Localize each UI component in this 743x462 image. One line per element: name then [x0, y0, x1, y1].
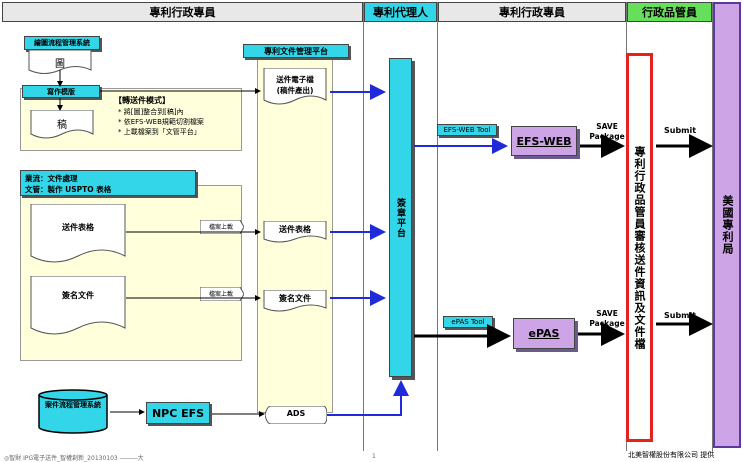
signed-doc-icon	[30, 276, 126, 335]
header-admin-left: 專利行政專員	[2, 2, 363, 22]
footer-right: 北美智權股份有限公司 提供	[628, 451, 715, 459]
platform-signed-doc-label: 簽名文件	[279, 294, 311, 303]
submit-label: Submit	[664, 311, 697, 320]
platform-filing-form-label: 送件表格	[279, 225, 311, 234]
mode-bullet: * 依EFS-WEB規範切割檔案	[118, 118, 204, 126]
submit-label: Submit	[664, 126, 697, 135]
draft-doc-label: 稿	[57, 120, 67, 131]
signing-platform: 簽章平台	[389, 58, 412, 377]
mode-title: 【轉送件模式】	[114, 96, 170, 105]
npc-efs-box: NPC EFS	[146, 402, 210, 424]
header-admin-right: 專利行政專員	[438, 2, 626, 22]
footer-left: ◎智財 IPG電子送件_智權創新_20130103 ―――大	[4, 455, 144, 462]
header-agent: 專利代理人	[364, 2, 437, 22]
header-manager: 行政品管員	[627, 2, 712, 22]
column-divider	[363, 2, 364, 451]
edoc-label: 送件電子檔 (稿件產出)	[276, 75, 314, 95]
drawing-doc-label: 圖	[55, 59, 65, 70]
upload-tag	[200, 220, 244, 234]
uspto-column: 美國專利局	[713, 2, 741, 448]
upload-tag-label: 檔案上載	[208, 291, 233, 298]
efs-web-tool-label: EFS-WEB Tool	[437, 124, 497, 136]
column-divider	[712, 2, 713, 451]
footer-page: 1	[372, 453, 376, 460]
platform-signed-doc-icon	[263, 290, 327, 312]
epas-tool-label: ePAS Tool	[443, 316, 493, 328]
case-system-cylinder-icon	[38, 389, 108, 434]
drawing-doc-icon	[28, 50, 92, 74]
filing-form-label: 送件表格	[62, 223, 94, 232]
workflow-line2: 文管：製作 USPTO 表格	[25, 185, 112, 194]
efs-web-button[interactable]: EFS-WEB	[511, 126, 577, 156]
edoc-icon	[263, 68, 327, 105]
platform-filing-form-icon	[263, 221, 327, 243]
review-box: 專利行政品管員審核送件資訊及文件檔	[626, 53, 653, 442]
column-divider	[437, 2, 438, 451]
draft-doc-icon	[30, 110, 94, 139]
connector-ads-to-signing	[327, 380, 409, 416]
ads-doc-icon	[265, 406, 327, 424]
case-system-label: 案件流程管理系統	[45, 401, 101, 409]
workflow-title: 業流：文件處理 文管：製作 USPTO 表格	[20, 170, 196, 196]
signed-doc-label: 簽名文件	[62, 291, 94, 300]
upload-tag-label: 檔案上載	[208, 224, 233, 231]
mode-bullet: * 上載檔案到「文管平台」	[118, 128, 201, 136]
filing-form-doc-icon	[30, 204, 126, 263]
ads-label: ADS	[286, 409, 306, 418]
workflow-line1: 業流：文件處理	[25, 174, 78, 183]
mode-bullet: * 將[圖]整合到[稿]內	[118, 108, 184, 116]
epas-button[interactable]: ePAS	[513, 318, 575, 349]
doc-platform-title: 專利文件管理平台	[243, 44, 349, 58]
